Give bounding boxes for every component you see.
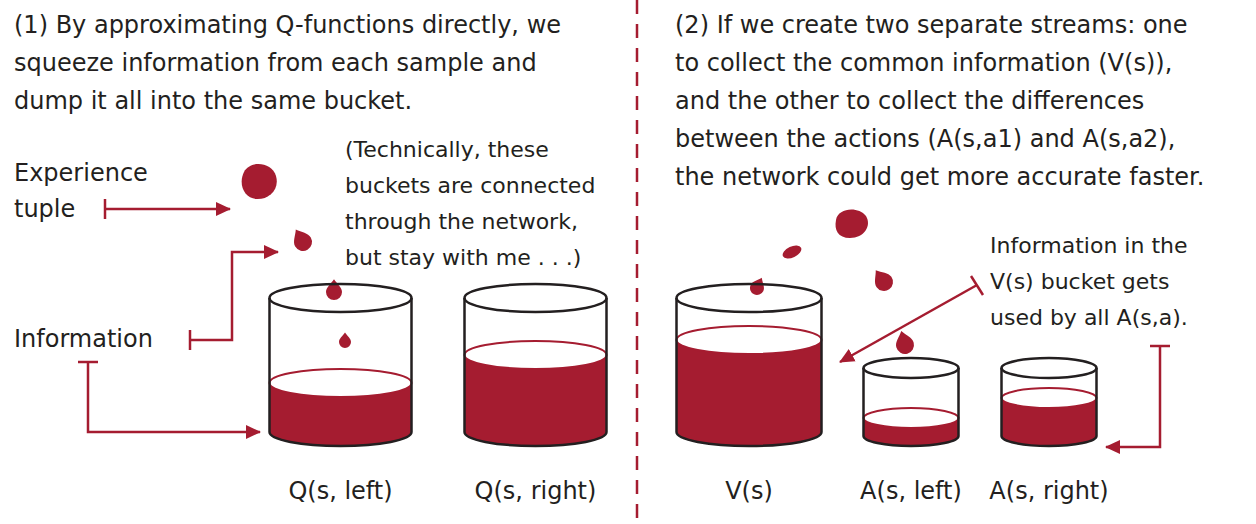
bucket-outline — [1002, 368, 1097, 446]
bucket-outline — [270, 298, 412, 446]
leader-line — [190, 252, 278, 340]
bucket-shape — [463, 284, 608, 446]
drop — [781, 243, 804, 261]
bucket: Q(s, left) — [268, 284, 413, 446]
bucket-rim — [677, 284, 822, 312]
divider-line — [636, 0, 639, 524]
bucket-label: A(s, left) — [827, 476, 995, 506]
bucket-outline — [677, 298, 822, 446]
bucket: A(s, left) — [862, 358, 960, 446]
bucket-label: A(s, right) — [965, 476, 1133, 506]
label-text: Information — [14, 323, 174, 355]
bucket: V(s) — [675, 284, 823, 446]
bucket-shape — [268, 284, 413, 446]
drop — [326, 279, 342, 300]
label-text: Information in the V(s) bucket gets used… — [990, 228, 1210, 336]
explanation-note: (1) By approximating Q-functions directl… — [14, 6, 586, 120]
drop — [339, 332, 351, 348]
bucket-rim — [864, 358, 959, 378]
drop — [893, 329, 916, 356]
drop — [288, 225, 315, 254]
water-surface — [864, 408, 959, 428]
information-label: Information — [14, 323, 174, 355]
label-text: (2) If we create two separate streams: o… — [675, 6, 1205, 196]
leader-line — [88, 362, 260, 432]
bucket-rim — [270, 284, 412, 312]
explanation-note: (2) If we create two separate streams: o… — [675, 6, 1205, 196]
bucket-rim — [1002, 358, 1097, 378]
bucket: Q(s, right) — [463, 284, 608, 446]
label-text: (1) By approximating Q-functions directl… — [14, 6, 586, 120]
leader-line — [1106, 346, 1160, 447]
callout-note: Information in the V(s) bucket gets used… — [990, 228, 1210, 336]
water-surface — [677, 326, 822, 354]
bucket-outline — [864, 368, 959, 446]
label-text: (Technically, these buckets are connecte… — [345, 132, 607, 276]
leader-line — [105, 208, 230, 211]
water-surface — [1002, 388, 1097, 408]
bucket-label: Q(s, right) — [428, 476, 643, 506]
drop — [836, 210, 869, 238]
bucket-label: V(s) — [640, 476, 858, 506]
water-surface — [465, 341, 607, 369]
label-text: Experience tuple — [14, 155, 164, 227]
drop — [748, 275, 768, 297]
bucket-shape — [675, 284, 823, 446]
bucket-shape — [862, 358, 960, 446]
aside-note: (Technically, these buckets are connecte… — [345, 132, 607, 276]
bucket-label: Q(s, left) — [233, 476, 448, 506]
experience-label: Experience tuple — [14, 155, 164, 227]
bucket-outline — [465, 298, 607, 446]
bucket-water — [677, 340, 822, 446]
bucket: A(s, right) — [1000, 358, 1098, 446]
drop — [242, 164, 277, 199]
bucket-shape — [1000, 358, 1098, 446]
water-surface — [270, 369, 412, 397]
bucket-rim — [465, 284, 607, 312]
leader-line — [840, 285, 977, 362]
drop — [868, 265, 896, 294]
